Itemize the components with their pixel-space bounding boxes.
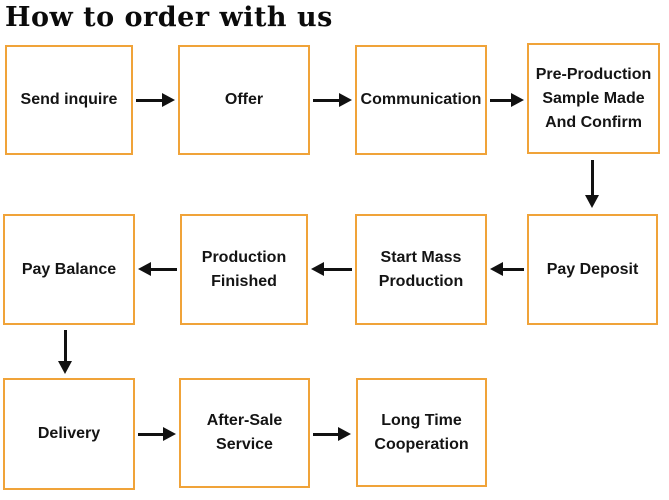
arrow-pay-deposit-to-start-mass-production (490, 261, 524, 277)
arrow-after-sale-service-to-long-time-cooperation (313, 426, 351, 442)
arrow-production-finished-to-pay-balance (138, 261, 177, 277)
flow-box-after-sale-service: After-Sale Service (179, 378, 310, 488)
arrow-send-inquire-to-offer (136, 92, 175, 108)
arrow-communication-to-pre-production (490, 92, 524, 108)
arrow-left-icon (311, 262, 324, 276)
arrow-down-icon (585, 195, 599, 208)
arrow-start-mass-production-to-production-finished (311, 261, 352, 277)
flow-box-start-mass-production: Start Mass Production (355, 214, 487, 325)
arrow-right-icon (162, 93, 175, 107)
arrow-shaft (313, 98, 339, 102)
arrow-shaft (590, 160, 594, 195)
arrow-right-icon (511, 93, 524, 107)
arrow-pay-balance-to-delivery (57, 330, 73, 374)
arrow-shaft (151, 267, 177, 271)
arrow-left-icon (490, 262, 503, 276)
arrow-shaft (63, 330, 67, 361)
flow-box-pre-production-sample: Pre-Production Sample Made And Confirm (527, 43, 660, 154)
arrow-offer-to-communication (313, 92, 352, 108)
arrow-shaft (136, 98, 162, 102)
arrow-shaft (313, 432, 338, 436)
flow-box-communication: Communication (355, 45, 487, 155)
arrow-left-icon (138, 262, 151, 276)
arrow-delivery-to-after-sale-service (138, 426, 176, 442)
arrow-shaft (503, 267, 524, 271)
flow-box-send-inquire: Send inquire (5, 45, 133, 155)
flow-box-production-finished: Production Finished (180, 214, 308, 325)
arrow-pre-production-to-pay-deposit (584, 160, 600, 208)
arrow-right-icon (163, 427, 176, 441)
flow-box-offer: Offer (178, 45, 310, 155)
page-title: How to order with us (5, 2, 333, 33)
flow-box-pay-deposit: Pay Deposit (527, 214, 658, 325)
arrow-right-icon (338, 427, 351, 441)
arrow-shaft (138, 432, 163, 436)
arrow-shaft (324, 267, 352, 271)
arrow-down-icon (58, 361, 72, 374)
flow-box-long-time-cooperation: Long Time Cooperation (356, 378, 487, 487)
arrow-right-icon (339, 93, 352, 107)
arrow-shaft (490, 98, 511, 102)
flow-box-delivery: Delivery (3, 378, 135, 490)
flow-box-pay-balance: Pay Balance (3, 214, 135, 325)
